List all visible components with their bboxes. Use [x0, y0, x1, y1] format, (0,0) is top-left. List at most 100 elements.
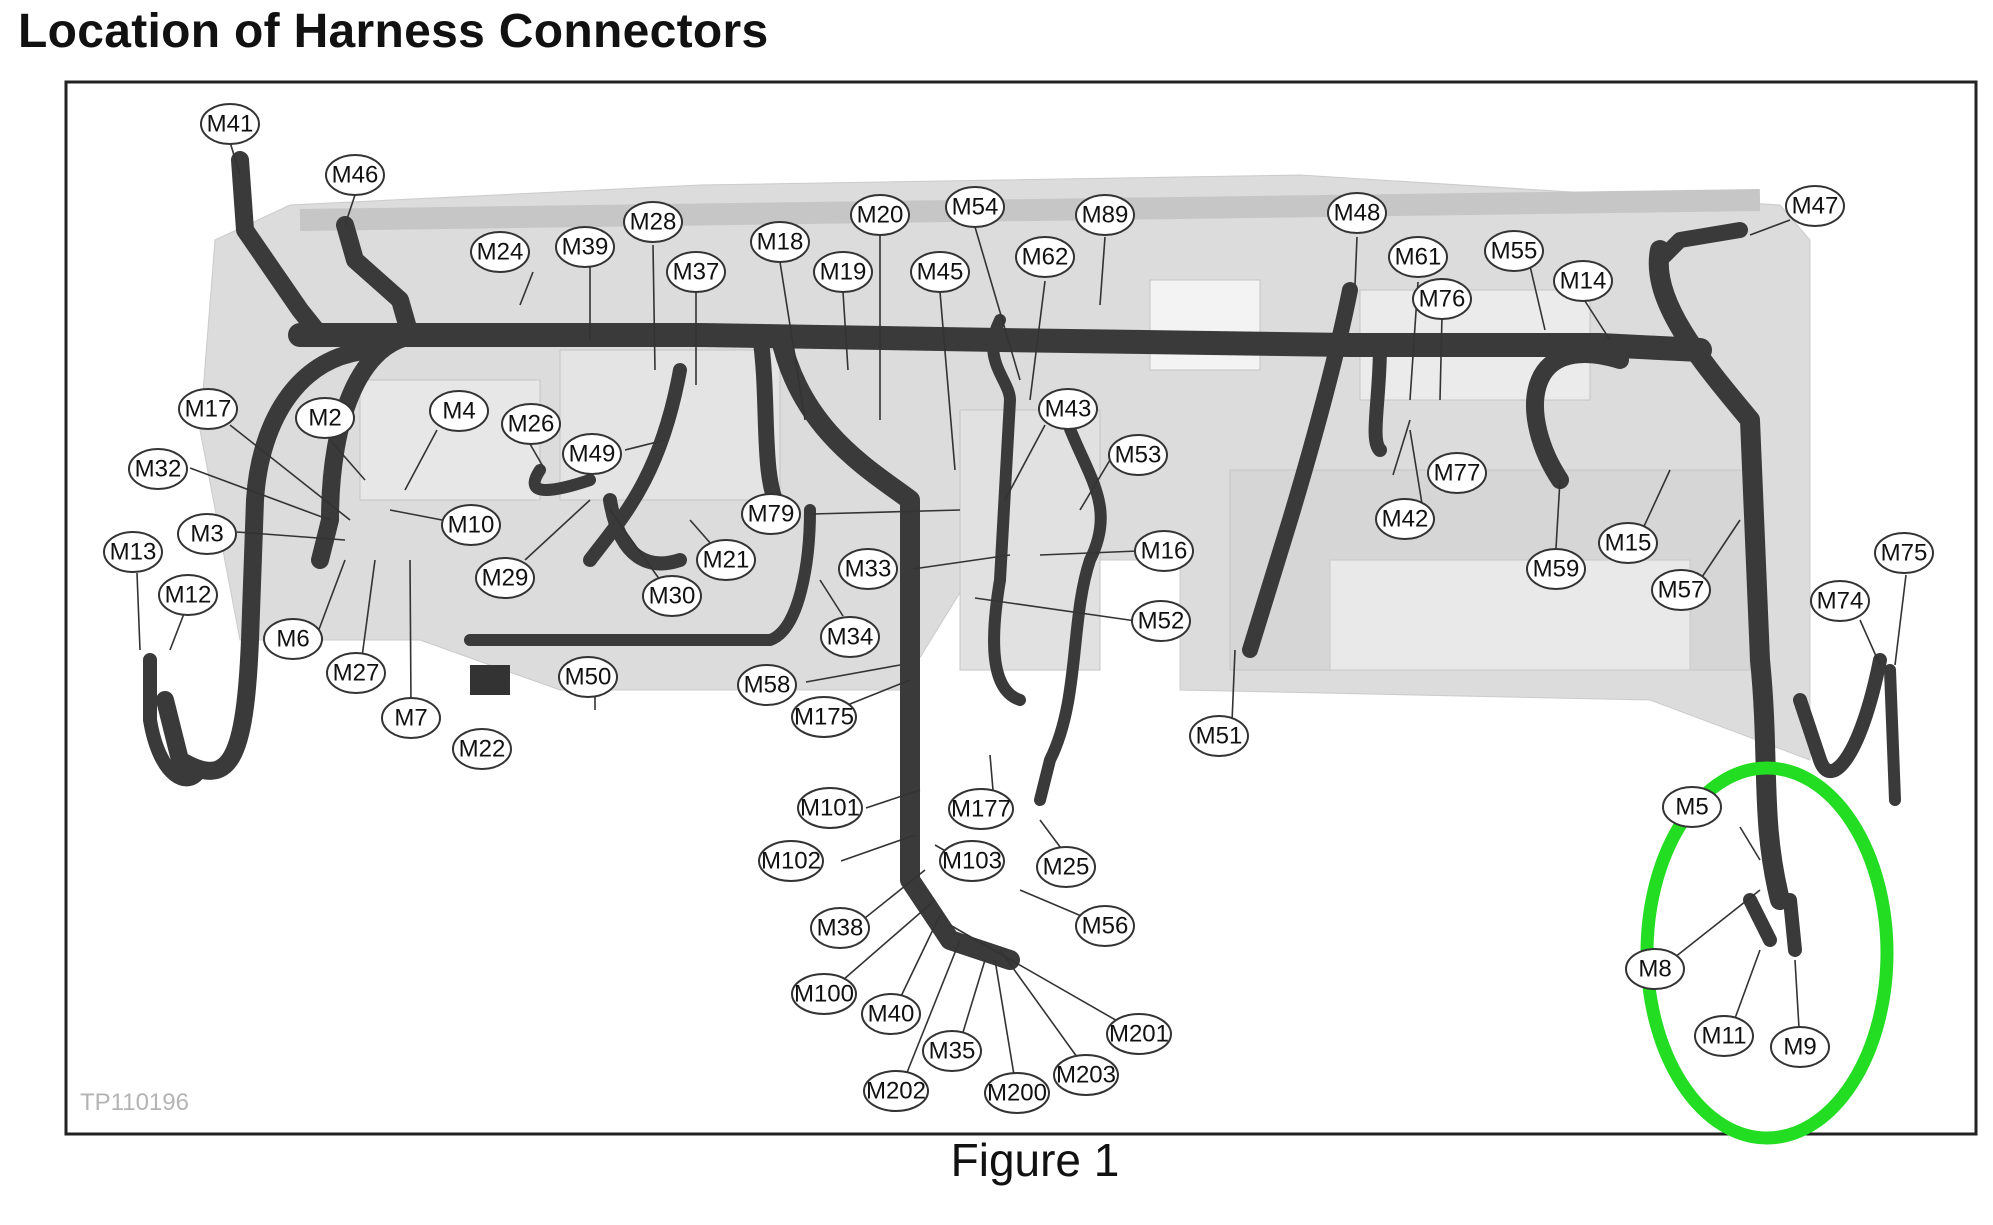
connector-label: M46	[332, 162, 379, 189]
connector-label: M59	[1533, 556, 1580, 583]
connector-label: M57	[1658, 577, 1705, 604]
connector-label: M34	[827, 624, 874, 651]
connector-label: M20	[857, 202, 904, 229]
connector-callout-m19: M19	[813, 251, 873, 293]
connector-label: M26	[508, 411, 555, 438]
connector-callout-m175: M175	[791, 696, 857, 738]
connector-callout-m10: M10	[441, 504, 501, 546]
connector-callout-m35: M35	[922, 1030, 982, 1072]
connector-callout-m75: M75	[1874, 532, 1934, 574]
figure-caption: Figure 1	[950, 1134, 1120, 1186]
connector-label: M32	[135, 456, 182, 483]
connector-label: M203	[1056, 1062, 1116, 1089]
connector-callout-m52: M52	[1131, 600, 1191, 642]
connector-label: M6	[276, 626, 309, 653]
connector-label: M14	[1560, 268, 1607, 295]
connector-callout-m41: M41	[200, 103, 260, 145]
connector-label: M89	[1082, 202, 1129, 229]
connector-label: M102	[761, 848, 821, 875]
connector-callout-m13: M13	[103, 531, 163, 573]
connector-label: M37	[673, 259, 720, 286]
connector-callout-m201: M201	[1106, 1013, 1172, 1055]
connector-label: M61	[1395, 244, 1442, 271]
connector-callout-m89: M89	[1075, 194, 1135, 236]
connector-label: M53	[1115, 442, 1162, 469]
dashboard-outline	[199, 174, 1811, 761]
connector-label: M3	[190, 521, 223, 548]
connector-callout-m34: M34	[820, 616, 880, 658]
connector-label: M200	[987, 1080, 1047, 1107]
connector-callout-m21: M21	[696, 539, 756, 581]
connector-label: M55	[1491, 238, 1538, 265]
connector-label: M58	[744, 672, 791, 699]
connector-callout-m202: M202	[863, 1070, 929, 1112]
connector-callout-m100: M100	[791, 973, 857, 1015]
connector-label: M62	[1022, 244, 1069, 271]
connector-callout-m32: M32	[128, 448, 188, 490]
connector-label: M202	[866, 1078, 926, 1105]
connector-callout-m48: M48	[1327, 192, 1387, 234]
connector-label: M175	[794, 704, 854, 731]
connector-callout-m38: M38	[810, 907, 870, 949]
connector-callout-m59: M59	[1526, 548, 1586, 590]
wiring-harness	[143, 151, 1901, 970]
connector-label: M38	[817, 915, 864, 942]
connector-callout-m58: M58	[737, 664, 797, 706]
connector-callout-m14: M14	[1553, 260, 1613, 302]
connector-callout-m40: M40	[861, 993, 921, 1035]
connector-callout-m18: M18	[750, 221, 810, 263]
connector-label: M100	[794, 981, 854, 1008]
connector-callout-m79: M79	[741, 493, 801, 535]
connector-callout-m42: M42	[1375, 498, 1435, 540]
connector-callout-m177: M177	[948, 788, 1014, 830]
connector-callout-m102: M102	[758, 840, 824, 882]
connector-callout-m22: M22	[452, 728, 512, 770]
connector-callout-m51: M51	[1189, 715, 1249, 757]
connector-label: M54	[952, 194, 999, 221]
connector-label: M24	[477, 239, 524, 266]
connector-callout-m56: M56	[1075, 905, 1135, 947]
connector-callout-m37: M37	[666, 251, 726, 293]
connector-callout-m74: M74	[1810, 580, 1870, 622]
connector-label: M39	[562, 234, 609, 261]
connector-label: M10	[448, 512, 495, 539]
connector-label: M27	[333, 660, 380, 687]
connector-callout-m12: M12	[158, 574, 218, 616]
connector-label: M75	[1881, 540, 1928, 567]
connector-callout-m2: M2	[295, 397, 355, 439]
connector-callout-m27: M27	[326, 652, 386, 694]
connector-label: M16	[1141, 538, 1188, 565]
connector-label: M77	[1434, 460, 1481, 487]
connector-label: M13	[110, 539, 157, 566]
connector-label: M56	[1082, 913, 1129, 940]
connector-label: M48	[1334, 200, 1381, 227]
connector-callout-m47: M47	[1785, 185, 1845, 227]
connector-label: M101	[800, 795, 860, 822]
connector-label: M41	[207, 111, 254, 138]
connector-callout-m57: M57	[1651, 569, 1711, 611]
connector-callout-m26: M26	[501, 403, 561, 445]
connector-callout-m16: M16	[1134, 530, 1194, 572]
connector-label: M2	[308, 405, 341, 432]
connector-label: M47	[1792, 193, 1839, 220]
connector-callout-m45: M45	[910, 251, 970, 293]
connector-label: M22	[459, 736, 506, 763]
connector-callout-m28: M28	[623, 201, 683, 243]
connector-label: M11	[1702, 1023, 1747, 1050]
connector-label: M19	[820, 259, 867, 286]
connector-label: M35	[929, 1038, 976, 1065]
connector-label: M74	[1817, 588, 1864, 615]
connector-callout-m8: M8	[1625, 948, 1685, 990]
connector-label: M17	[185, 396, 232, 423]
connector-callout-m77: M77	[1427, 452, 1487, 494]
connector-label: M7	[394, 705, 427, 732]
connector-callout-m50: M50	[558, 656, 618, 698]
connector-callout-m54: M54	[945, 186, 1005, 228]
connector-callout-m24: M24	[470, 231, 530, 273]
connector-label: M18	[757, 229, 804, 256]
connector-callout-m20: M20	[850, 194, 910, 236]
connector-label: M28	[630, 209, 677, 236]
connector-label: M103	[942, 848, 1002, 875]
